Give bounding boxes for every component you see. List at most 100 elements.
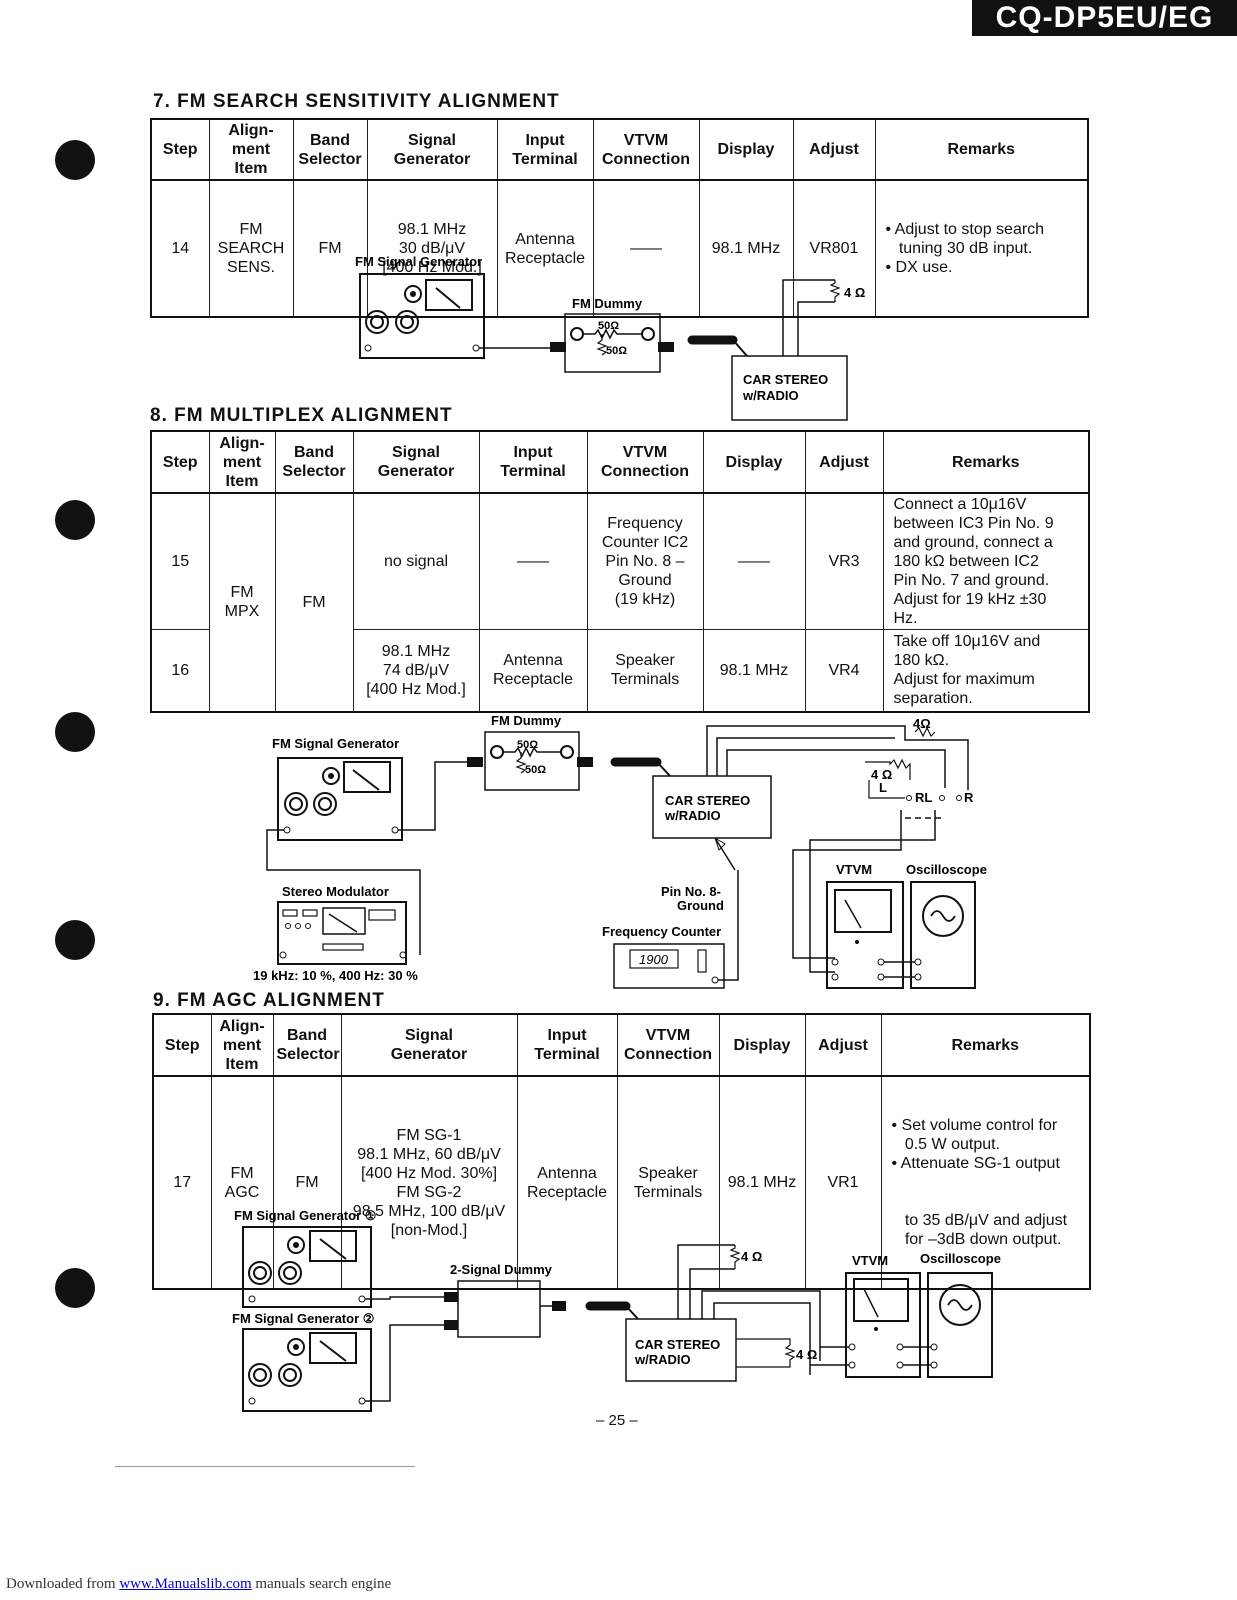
col-header: Remarks	[880, 1013, 1091, 1077]
cell-input: ——	[478, 492, 588, 630]
binder-hole	[55, 140, 95, 180]
cell-adjust: VR3	[804, 492, 884, 630]
col-header: Step	[150, 430, 210, 494]
diagram-fm-agc: FM Signal Generator ① FM Signal Generato…	[232, 1208, 1001, 1412]
footer: Downloaded from www.Manualslib.com manua…	[6, 1576, 391, 1593]
col-header: Band Selector	[274, 430, 354, 494]
svg-text:R: R	[964, 790, 974, 805]
cell-vtvm: ——	[592, 179, 700, 318]
svg-text:2-Signal Dummy: 2-Signal Dummy	[450, 1262, 553, 1277]
oscilloscope-box	[910, 881, 976, 989]
cell-signal: FM SG-1 98.1 MHz, 60 dB/μV [400 Hz Mod. …	[340, 1075, 518, 1290]
cell-adjust: VR1	[804, 1075, 882, 1290]
col-header: VTVM Connection	[616, 1013, 720, 1077]
alignment-table: Step Align- ment Item Band Selector Sign…	[152, 1013, 1091, 1290]
vtvm-box	[845, 1272, 921, 1378]
col-header: Input Terminal	[516, 1013, 618, 1077]
meter-icon	[425, 279, 473, 311]
svg-text:50Ω: 50Ω	[525, 764, 546, 776]
svg-text:RL: RL	[915, 790, 932, 805]
cell-band: FM	[274, 492, 354, 712]
cell-vtvm: Frequency Counter IC2 Pin No. 8 – Ground…	[586, 492, 704, 630]
col-header: Adjust	[804, 1013, 882, 1077]
col-header: Adjust	[792, 118, 876, 181]
cell-step: 14	[150, 179, 210, 318]
cell-signal: no signal	[352, 492, 480, 630]
cell-remarks: • Adjust to stop search tuning 30 dB inp…	[874, 179, 1089, 318]
col-header: VTVM Connection	[586, 430, 704, 494]
svg-text:Oscilloscope: Oscilloscope	[920, 1251, 1001, 1266]
col-header: Display	[698, 118, 794, 181]
cell-band: FM	[292, 179, 368, 318]
svg-text:Frequency Counter: Frequency Counter	[602, 924, 721, 939]
col-header: VTVM Connection	[592, 118, 700, 181]
signal-generator-box	[277, 757, 403, 841]
table-row: 17 FM AGC FM FM SG-1 98.1 MHz, 60 dB/μV …	[152, 1075, 1091, 1290]
cell-vtvm: Speaker Terminals	[586, 629, 704, 712]
table-row: 16 98.1 MHz 74 dB/μV [400 Hz Mod.] Anten…	[150, 629, 1090, 712]
cell-input: Antenna Receptacle	[478, 629, 588, 712]
svg-text:4 Ω: 4 Ω	[741, 1249, 762, 1264]
car-stereo-box	[652, 775, 772, 839]
svg-text:50Ω: 50Ω	[598, 320, 619, 332]
col-header: Remarks	[874, 118, 1089, 181]
svg-text:FM Signal Generator ①: FM Signal Generator ①	[234, 1208, 376, 1223]
svg-text:Stereo Modulator: Stereo Modulator	[282, 884, 389, 899]
car-stereo-box	[731, 355, 848, 421]
binder-hole	[55, 500, 95, 540]
signal-generator-1-box	[242, 1226, 372, 1308]
svg-text:FM Signal Generator ②: FM Signal Generator ②	[232, 1311, 374, 1326]
col-header: Band Selector	[272, 1013, 342, 1077]
svg-text:VTVM: VTVM	[852, 1253, 888, 1268]
svg-text:VTVM: VTVM	[836, 862, 872, 877]
cell-display: 98.1 MHz	[702, 629, 806, 712]
vtvm-box	[826, 881, 904, 989]
col-header: Input Terminal	[478, 430, 588, 494]
cell-input: Antenna Receptacle	[516, 1075, 618, 1290]
col-header: Band Selector	[292, 118, 368, 181]
col-header: Align- ment Item	[210, 1013, 274, 1077]
cell-display: ——	[702, 492, 806, 630]
svg-text:19 kHz: 10 %, 400 Hz: 30 %: 19 kHz: 10 %, 400 Hz: 30 %	[253, 968, 418, 983]
svg-text:1900: 1900	[639, 952, 669, 967]
col-header: Signal Generator	[352, 430, 480, 494]
cell-remarks: • Set volume control for 0.5 W output.• …	[880, 1075, 1091, 1290]
stereo-modulator-box	[277, 901, 407, 965]
col-header: Input Terminal	[496, 118, 594, 181]
svg-text:50Ω: 50Ω	[606, 345, 627, 357]
cell-step: 15	[150, 492, 210, 630]
footer-prefix: Downloaded from	[6, 1576, 120, 1592]
col-header: Signal Generator	[366, 118, 498, 181]
svg-text:FM Dummy: FM Dummy	[491, 713, 562, 728]
cell-band: FM	[272, 1075, 342, 1290]
sg-label: FM Signal Generator	[355, 254, 482, 269]
svg-text:CAR STEREO: CAR STEREO	[743, 372, 828, 387]
two-signal-dummy-box	[457, 1280, 541, 1338]
col-header: Display	[702, 430, 806, 494]
page-number: – 25 –	[596, 1412, 638, 1429]
cell-item: FM MPX	[208, 492, 276, 712]
footer-suffix: manuals search engine	[251, 1576, 392, 1592]
col-header: Align- ment Item	[208, 430, 276, 494]
diagram-fm-mpx: FM Signal Generator FM Dummy 50Ω 50Ω CAR…	[253, 713, 987, 989]
col-header: Step	[152, 1013, 212, 1077]
svg-text:Oscilloscope: Oscilloscope	[906, 862, 987, 877]
col-header: Adjust	[804, 430, 884, 494]
svg-text:FM Signal Generator: FM Signal Generator	[272, 736, 399, 751]
table-row: 14 FM SEARCH SENS. FM 98.1 MHz 30 dB/μV …	[150, 179, 1089, 318]
svg-text:w/RADIO: w/RADIO	[742, 388, 799, 403]
svg-text:w/RADIO: w/RADIO	[634, 1352, 691, 1367]
dummy-label: FM Dummy	[572, 296, 643, 311]
col-header: Align- ment Item	[208, 118, 294, 181]
svg-text:4 Ω: 4 Ω	[871, 767, 892, 782]
svg-text:Ground: Ground	[677, 898, 724, 913]
section-title: 8. FM MULTIPLEX ALIGNMENT	[150, 405, 453, 426]
alignment-table: Step Align- ment Item Band Selector Sign…	[150, 430, 1090, 713]
cell-adjust: VR801	[792, 179, 876, 318]
binder-hole	[55, 920, 95, 960]
cell-item: FM SEARCH SENS.	[208, 179, 294, 318]
signal-generator-box	[359, 273, 485, 359]
svg-text:4 Ω: 4 Ω	[796, 1347, 817, 1362]
manualslib-link[interactable]: www.Manualslib.com	[119, 1576, 252, 1592]
